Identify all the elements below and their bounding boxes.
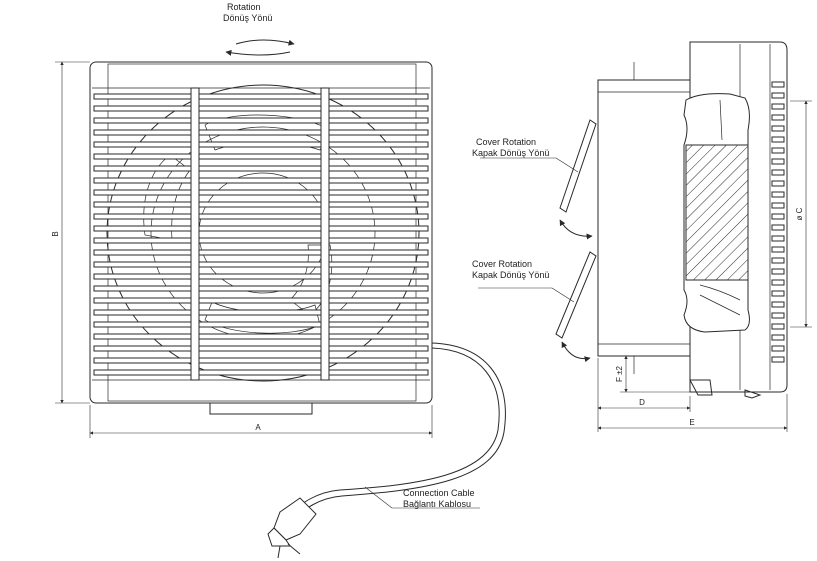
grille-louver — [93, 357, 429, 364]
side-fin — [771, 136, 785, 143]
rotation-label: Rotation — [227, 2, 261, 12]
side-housing — [597, 79, 691, 357]
side-fin — [771, 158, 785, 165]
dimension-f: F ±2 — [615, 355, 690, 393]
cover-rotation-label-1: Cover Rotation — [476, 137, 536, 147]
cover-rotation-callout-1: Cover Rotation Kapak Dönüş Yönü — [472, 137, 579, 173]
grille-louver — [93, 105, 429, 112]
side-fin — [771, 334, 785, 341]
rotation-indicator: Rotation Dönüş Yönü — [223, 2, 295, 56]
side-fin — [771, 224, 785, 231]
dimension-e-label: E — [689, 418, 694, 427]
grille-louver — [93, 249, 429, 256]
side-fin — [771, 81, 785, 88]
grille-louver — [93, 261, 429, 268]
dimension-f-label: F ±2 — [615, 365, 624, 382]
side-fin — [771, 268, 785, 275]
side-fin — [771, 125, 785, 132]
fan-ring — [106, 84, 420, 382]
dimension-a: A — [89, 405, 433, 438]
side-fin — [771, 103, 785, 110]
side-fin — [771, 312, 785, 319]
grille-louver — [93, 321, 429, 328]
grille-louver — [93, 273, 429, 280]
grille-louver — [93, 213, 429, 220]
cover-rotation-label-1-tr: Kapak Dönüş Yönü — [472, 148, 549, 158]
cover-flap-upper — [559, 119, 597, 213]
connection-cable: Connection Cable Bağlantı Kablosu — [267, 342, 506, 559]
cover-rotation-label-2: Cover Rotation — [472, 259, 532, 269]
grille-louver — [93, 129, 429, 136]
side-fin — [771, 191, 785, 198]
dimension-d: D — [597, 358, 691, 432]
grille-louver — [93, 153, 429, 160]
dimension-c-label: ø C — [795, 207, 804, 220]
dimension-c: ø C — [790, 100, 812, 328]
side-fin — [771, 147, 785, 154]
side-fin — [771, 114, 785, 121]
cover-rotation-label-2-tr: Kapak Dönüş Yönü — [472, 270, 549, 280]
front-inner-frame — [107, 63, 417, 402]
front-grille — [93, 93, 429, 376]
connection-cable-label: Connection Cable — [403, 488, 475, 498]
rotation-label-tr: Dönüş Yönü — [223, 13, 272, 23]
side-fin — [771, 323, 785, 330]
grille-louver — [93, 225, 429, 232]
dimension-b: B — [51, 61, 90, 404]
side-fin — [771, 290, 785, 297]
side-fins — [771, 81, 785, 363]
front-outer-frame — [89, 61, 433, 404]
grille-louver — [93, 345, 429, 352]
front-view: A B Rotation Dönüş Yönü — [51, 2, 506, 559]
connection-cable-label-tr: Bağlantı Kablosu — [403, 499, 471, 509]
side-fin — [771, 279, 785, 286]
side-fin — [771, 92, 785, 99]
side-fin — [771, 235, 785, 242]
side-fin — [771, 180, 785, 187]
grille-louver — [93, 177, 429, 184]
grille-louver — [93, 93, 429, 100]
grille-louver — [93, 201, 429, 208]
side-fin — [771, 257, 785, 264]
grille-louver — [93, 237, 429, 244]
side-fin — [771, 169, 785, 176]
grille-louver — [93, 117, 429, 124]
grille-louver — [93, 189, 429, 196]
side-fin — [771, 345, 785, 352]
grille-louver — [93, 141, 429, 148]
side-view: Cover Rotation Kapak Dönüş Yönü Cover Ro… — [472, 41, 812, 432]
side-fin — [771, 213, 785, 220]
side-fin — [771, 356, 785, 363]
dimension-a-label: A — [255, 423, 261, 432]
grille-louver — [93, 165, 429, 172]
side-motor-hatched — [685, 144, 749, 281]
dimension-b-label: B — [51, 231, 60, 236]
side-fin — [771, 202, 785, 209]
cover-flap-lower — [555, 251, 597, 339]
cover-rotation-callout-2: Cover Rotation Kapak Dönüş Yönü — [472, 259, 575, 303]
dimension-e: E — [597, 394, 788, 432]
dimension-d-label: D — [639, 398, 645, 407]
grille-louver — [93, 333, 429, 340]
grille-louver — [93, 369, 429, 376]
grille-louver — [93, 309, 429, 316]
side-front-cover — [689, 41, 788, 393]
grille-louver — [93, 297, 429, 304]
grille-louver — [93, 285, 429, 292]
side-fin — [771, 246, 785, 253]
front-bottom-tab — [209, 402, 313, 415]
side-fin — [771, 301, 785, 308]
